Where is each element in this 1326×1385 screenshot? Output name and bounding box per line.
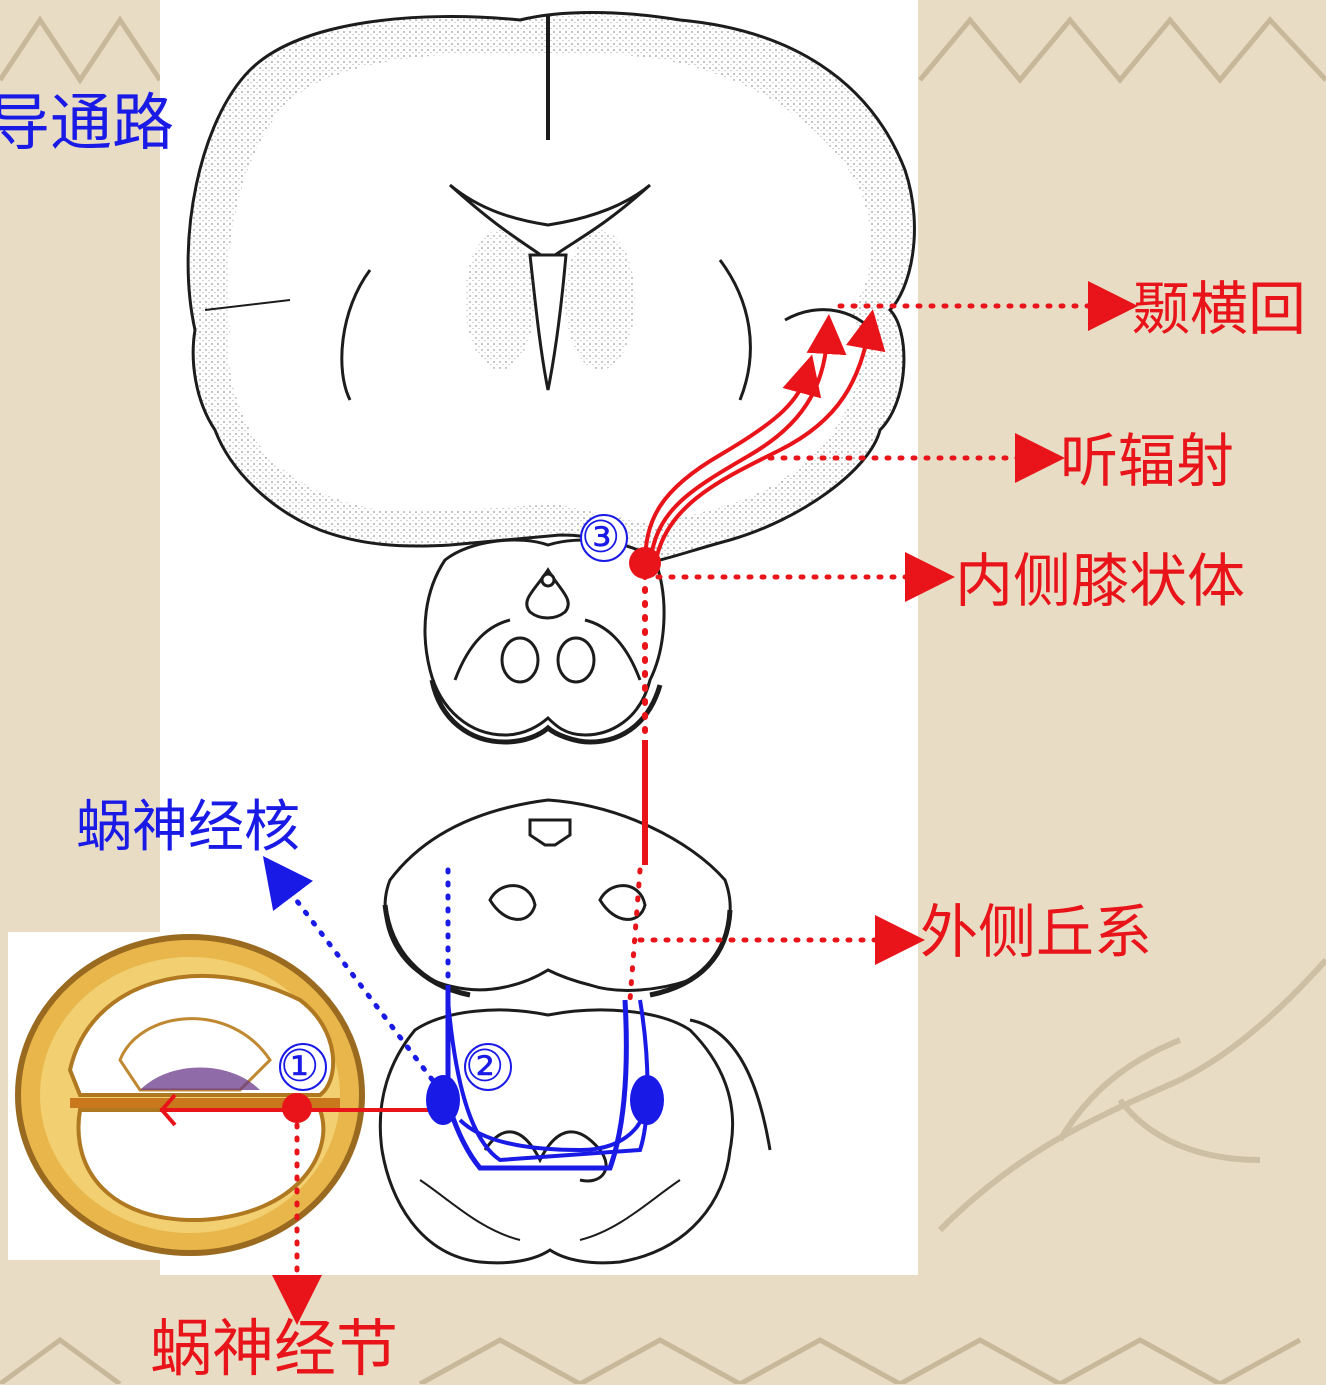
label-medial-geniculate-body: 内侧膝状体 — [955, 547, 1246, 615]
acoustic-radiation-fiber — [653, 309, 886, 566]
nuclei — [282, 547, 664, 1125]
branch-watermark — [937, 957, 1326, 1233]
marker-neuron-1: ① — [280, 1041, 320, 1092]
cochlear-nucleus-right — [630, 1075, 664, 1125]
label-acoustic-radiation: 听辐射 — [1060, 427, 1235, 495]
acoustic-radiation-fiber — [643, 354, 822, 566]
marker-neuron-2: ② — [465, 1041, 505, 1092]
trapezoid-body-fiber — [458, 1109, 647, 1153]
spiral-ganglion-cell — [282, 1093, 312, 1123]
leader-lines — [272, 281, 1138, 1325]
trapezoid-body-fiber — [446, 999, 650, 1163]
cochlear-nerve-arrow-tail — [159, 1093, 177, 1127]
cochlea-illustration — [8, 932, 380, 1260]
label-transverse-temporal-gyrus: 颞横回 — [1132, 275, 1307, 343]
trapezoid-body-fiber — [445, 985, 629, 1171]
label-cochlear-nucleus: 蜗神经核 — [76, 795, 300, 860]
slide-title: 导通路 — [0, 86, 175, 159]
circled-markers — [279, 514, 628, 1091]
label-lateral-lemniscus: 外侧丘系 — [920, 898, 1153, 966]
acoustic-radiation-fiber — [648, 314, 847, 566]
label-spiral-ganglion: 蜗神经节 — [150, 1312, 399, 1385]
bottom-border-pattern — [0, 1336, 1302, 1384]
medial-geniculate-cell — [629, 547, 661, 579]
brain-coronal-section — [186, 11, 916, 562]
midbrain-section — [423, 538, 666, 745]
top-border-pattern — [0, 15, 1326, 85]
pathway-blue — [262, 856, 650, 1171]
marker-neuron-3: ③ — [581, 512, 621, 563]
cochlear-nucleus-left — [426, 1075, 460, 1125]
